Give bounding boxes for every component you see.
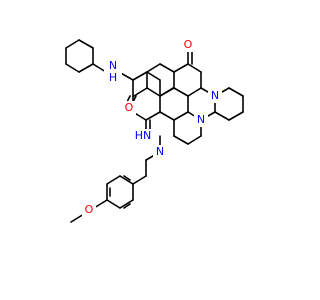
imine-hn-label: HN <box>135 129 152 142</box>
fused-core-bonds <box>132 47 244 145</box>
ring-n-mid-label: N <box>156 145 164 158</box>
cyclohexyl-ring <box>65 39 107 73</box>
ketone-o-label: O <box>184 38 193 51</box>
methoxyphenyl-ring <box>70 175 147 223</box>
ring-n-bottom-label: N <box>197 113 205 126</box>
amide-o-label: O <box>125 101 134 114</box>
ring-n-top-label: N <box>211 89 219 102</box>
amide-nh-h-label: H <box>109 71 117 84</box>
atom-labels: N H O O N HN N N O <box>82 38 222 217</box>
amide-nh-label: N <box>109 59 117 72</box>
molecule-structure-drawing: N H O O N HN N N O <box>65 38 244 223</box>
methoxy-o-label: O <box>85 203 94 216</box>
